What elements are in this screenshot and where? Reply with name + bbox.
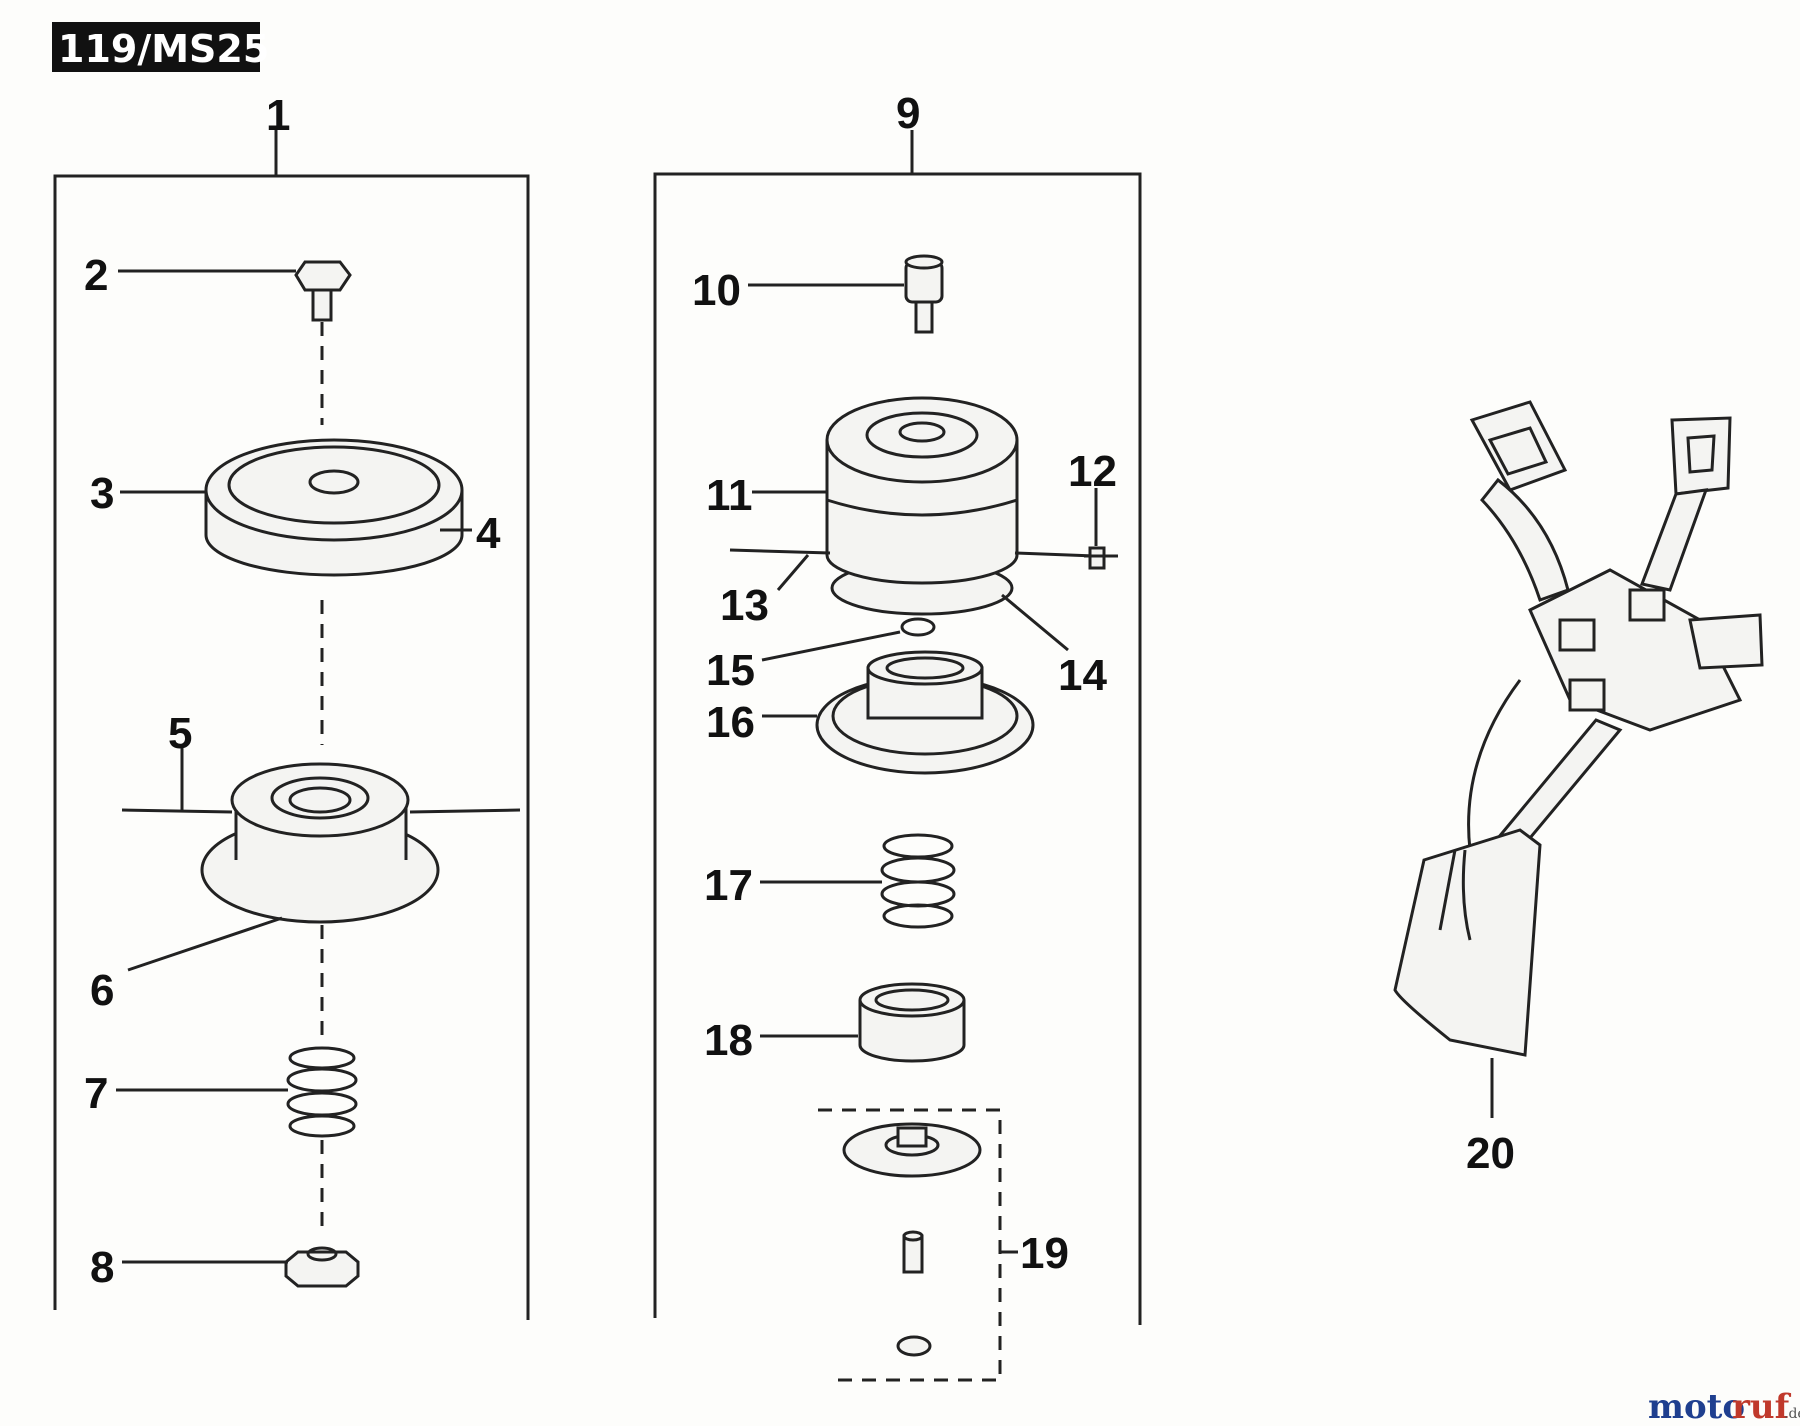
spool-cover-icon [204, 438, 464, 577]
callout-4: 4 [476, 509, 501, 558]
callout-1: 1 [266, 91, 290, 140]
callout-7: 7 [84, 1069, 108, 1118]
logo-suffix: .de [1784, 1406, 1800, 1422]
washer-icon [900, 617, 936, 637]
harness-icon [1393, 400, 1764, 1057]
callout-11: 11 [706, 471, 753, 520]
spring-icon [880, 833, 956, 929]
spring-retainer-icon [858, 982, 966, 1063]
cap-nut-icon [904, 254, 944, 334]
logo-accent: ruf [1732, 1387, 1792, 1426]
callout-18: 18 [704, 1016, 753, 1065]
spool-base-icon [815, 650, 1035, 775]
callout-20: 20 [1466, 1129, 1515, 1178]
callout-17: 17 [704, 861, 753, 910]
callout-14: 14 [1058, 651, 1107, 700]
logo-main: moto [1648, 1387, 1745, 1426]
trimmer-head-icon [729, 396, 1118, 616]
callout-5: 5 [168, 709, 192, 758]
callout-10: 10 [692, 266, 741, 315]
callout-16: 16 [706, 698, 755, 747]
assembly-group-1: 1 2 3 4 [53, 91, 530, 1320]
bolt-icon [294, 260, 352, 425]
spring-icon [286, 1046, 358, 1235]
callout-19: 19 [1020, 1229, 1069, 1278]
kit-parts-19 [818, 1108, 1002, 1382]
callout-13: 13 [720, 581, 769, 630]
line-spool-icon [121, 762, 521, 1040]
nut-icon [284, 1246, 360, 1288]
diagram-badge: 119/MS25 [52, 22, 269, 72]
callout-9: 9 [896, 89, 920, 138]
callout-2: 2 [84, 251, 108, 300]
assembly-group-9: 9 10 11 12 13 [653, 89, 1142, 1382]
callout-6: 6 [90, 966, 114, 1015]
brand-logo: moto ruf .de [1648, 1387, 1800, 1426]
callout-15: 15 [706, 646, 755, 695]
badge-label: 119/MS25 [58, 27, 269, 71]
callout-8: 8 [90, 1243, 114, 1292]
callout-3: 3 [90, 469, 114, 518]
callout-12: 12 [1068, 447, 1117, 496]
